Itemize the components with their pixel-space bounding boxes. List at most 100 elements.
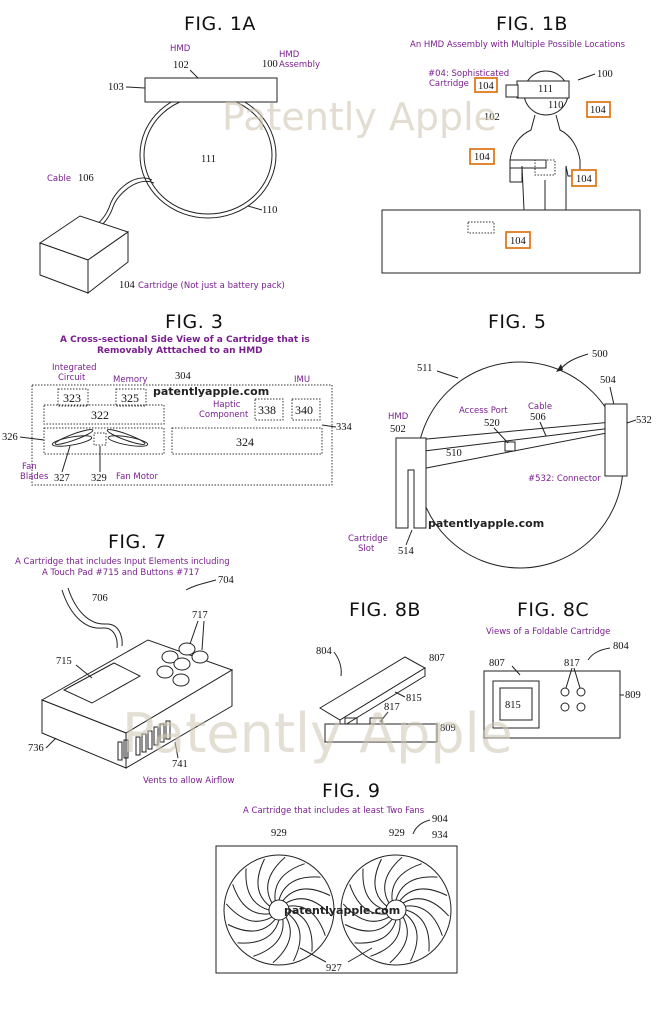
fig-3-fan-blades [51,429,149,447]
fig-3-integrated-2: Circuit [58,373,86,383]
fig-3-num-322: 322 [91,408,109,422]
fig-1b-hmd-front [505,84,519,98]
fig-9-leader-927a [299,947,327,963]
fig-1b-location-box-left: 104 [469,148,495,165]
fig-5-num-504: 504 [600,375,617,386]
fig-7-num-715: 715 [56,656,72,667]
fig-8c-num-807: 807 [489,658,505,669]
fig-8b-num-807: 807 [429,653,445,664]
fig-5-cartridge-1: Cartridge [348,534,388,544]
fan-blade [285,898,333,917]
fig-1a-hmd-band-front [144,77,278,103]
fig-8b-num-809: 809 [440,723,456,734]
fan-blade [402,898,450,917]
fig-3-subtitle-2: Removably Atttached to an HMD [97,346,263,356]
fig-3-num-304: 304 [175,371,192,382]
fan-blade [272,916,291,964]
fig-1a-num-110: 110 [262,205,277,216]
fig-5-connector: #532: Connector [528,474,601,484]
fig-5: FIG. 5 500 511 504 HMD 502 Access Port C… [348,311,652,569]
fig-3-num-324: 324 [236,435,254,449]
fig-5-cable: Cable [528,402,552,412]
fig-9-title: FIG. 9 [322,780,380,802]
fig-8c-leader-817b [573,667,581,689]
fig-5-title: FIG. 5 [488,311,546,333]
fig-3-box-338 [254,398,284,421]
fig-7-leader-741 [174,741,179,759]
fig-7-num-717: 717 [192,610,208,621]
fan-blade [282,888,331,902]
fig-1a-num-103: 103 [108,82,124,93]
fig-7-subtitle-2: A Touch Pad #715 and Buttons #717 [42,568,199,578]
fig-5-leader-504 [609,386,615,406]
fig-3-housing [31,384,333,486]
fan-blade [404,913,418,962]
fig-1b-table [381,209,641,274]
fig-5-cable-line [415,427,613,453]
fig-7-leader-717a [189,620,199,645]
fig-3-haptic-2: Component [199,410,249,420]
fig-5-num-506: 506 [530,412,546,423]
fig-5-num-511: 511 [417,363,432,374]
fig-5-num-500: 500 [592,349,608,360]
fan-blade [349,884,387,915]
fig-7-num-736: 736 [28,743,44,754]
fig-3-num-334: 334 [336,422,353,433]
fig-9-subtitle: A Cartridge that includes at least Two F… [243,806,425,816]
fig-3-title: FIG. 3 [165,311,223,333]
fig-5-leader-532 [626,419,637,424]
fig-9-num-927: 927 [326,963,342,974]
fan-blade [405,909,430,952]
fig-3-box-340 [291,398,321,421]
fig-8b-num-804: 804 [316,646,333,657]
fan-blade [288,909,313,952]
fig-8b-num-817: 817 [384,702,400,713]
fig-9: FIG. 9 A Cartridge that includes at leas… [215,780,458,974]
fig-8c-buttons [560,687,586,712]
fig-8b-leader-815 [394,691,406,698]
fig-7-title: FIG. 7 [108,531,166,553]
fig-1a-hmd-label: HMD [170,44,191,54]
fig-3-num-338: 338 [258,403,276,417]
fan-blade [389,916,408,964]
fan-blade [374,858,388,907]
fan-blade [227,918,276,932]
fig-3-fan-motor [93,432,107,446]
fan-blade [232,884,270,915]
fig-5-num-502: 502 [390,424,406,435]
fig-7-cable-2 [67,587,123,647]
fig-5-num-520: 520 [484,418,500,429]
fig-5-num-532: 532 [636,415,652,426]
fig-1a-hmd-assembly-label: Assembly [279,60,320,70]
fig-3-site-label: patentlyapple.com [153,385,269,398]
fig-1a-hmd-assembly-label-1: HMD [279,50,300,60]
fig-9-cartridge [215,845,458,974]
fig-8b-base-button-1 [344,717,358,725]
svg-text:104: 104 [478,81,495,92]
fig-1b-num-111: 111 [538,84,553,95]
fig-5-access-port: Access Port [459,406,508,416]
fig-9-fan-left [223,854,335,966]
fig-3-imu: IMU [294,375,310,385]
fig-8b-arrow-804 [333,651,342,677]
fig-3-fan-2: Blades [20,472,49,482]
svg-text:104: 104 [474,152,491,163]
fan-blade [237,919,280,944]
fig-1b-sophisticated-2: Cartridge [429,79,469,89]
fig-7-buttons [156,642,209,687]
fig-1b-num-110: 110 [548,100,563,111]
fig-8b-num-815: 815 [406,693,422,704]
fig-1b-num-100: 100 [597,69,613,80]
fig-3-memory: Memory [113,375,148,385]
fig-5-arrow-500 [559,353,589,371]
fig-9-arrow-904 [412,819,431,835]
svg-text:104: 104 [590,105,607,116]
fan-blade [362,868,387,911]
fig-5-leader-506 [539,421,547,437]
fan-blade [395,876,438,901]
fig-5-head-circle [416,361,624,569]
fig-7: FIG. 7 A Cartridge that includes Input E… [15,531,235,786]
fig-1b-location-box-pocket: 104 [571,169,597,187]
fig-8b-leader-817 [379,711,389,723]
